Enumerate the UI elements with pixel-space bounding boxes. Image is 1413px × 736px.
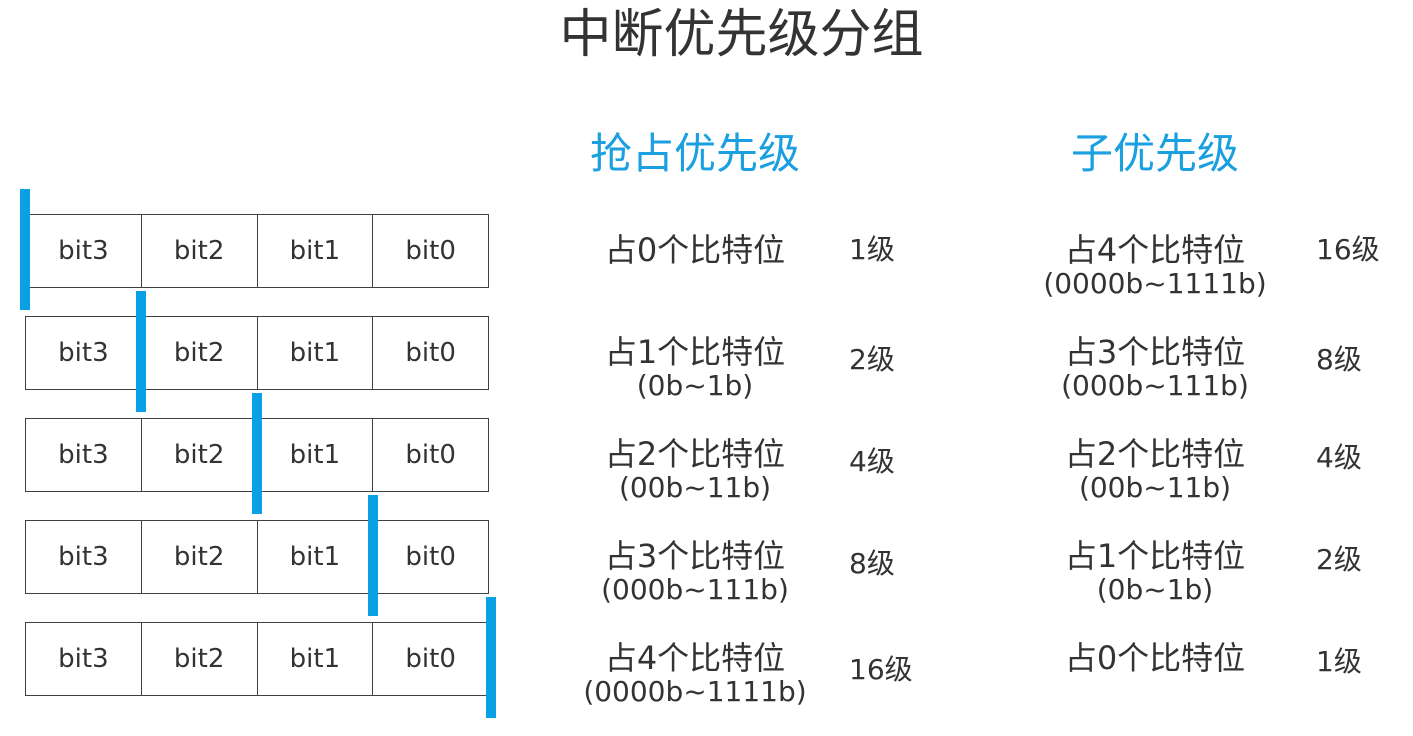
sub-bits-range: (000b~111b) xyxy=(1061,369,1249,402)
preempt-bits-label: 占3个比特位 xyxy=(604,537,786,575)
bit-cell: bit3 xyxy=(25,622,142,696)
sub-bits-desc: 占0个比特位 xyxy=(1030,640,1280,676)
preempt-bits-range: (0000b~1111b) xyxy=(583,675,807,708)
bit-cell: bit0 xyxy=(372,316,489,390)
sub-bits-range: (0000b~1111b) xyxy=(1043,267,1267,300)
preempt-bits-label: 占0个比特位 xyxy=(604,231,786,269)
sub-level: 16级 xyxy=(1316,233,1380,266)
bit-cell: bit1 xyxy=(256,622,374,696)
preempt-bits-desc: 占0个比特位 xyxy=(570,232,820,268)
group-split-marker xyxy=(486,597,496,718)
preempt-bits-label: 占1个比特位 xyxy=(604,333,786,371)
bit-cell: bit3 xyxy=(25,316,142,390)
bit-cell: bit3 xyxy=(25,520,142,594)
bit-cell: bit2 xyxy=(140,418,258,492)
bit-cell: bit1 xyxy=(256,418,374,492)
preempt-priority-heading: 抢占优先级 xyxy=(589,129,800,178)
group-split-marker xyxy=(368,495,378,616)
preempt-bits-range: (000b~111b) xyxy=(601,573,789,606)
bit-cell: bit2 xyxy=(140,520,258,594)
preempt-bits-desc: 占1个比特位(0b~1b) xyxy=(570,334,820,402)
preempt-bits-label: 占4个比特位 xyxy=(604,639,786,677)
sub-bits-label: 占3个比特位 xyxy=(1064,333,1246,371)
group-split-marker xyxy=(136,291,146,412)
preempt-bits-desc: 占4个比特位(0000b~1111b) xyxy=(570,640,820,708)
bit-cell: bit2 xyxy=(140,316,258,390)
preempt-bits-desc: 占3个比特位(000b~111b) xyxy=(570,538,820,606)
bit-cell: bit0 xyxy=(372,418,489,492)
sub-bits-label: 占2个比特位 xyxy=(1064,435,1246,473)
sub-level: 8级 xyxy=(1316,343,1362,376)
sub-level: 1级 xyxy=(1316,645,1362,678)
sub-bits-label: 占4个比特位 xyxy=(1064,231,1246,269)
preempt-level: 8级 xyxy=(849,547,895,580)
bit-cell: bit0 xyxy=(372,520,489,594)
preempt-bits-range: (00b~11b) xyxy=(618,471,772,504)
preempt-level: 2级 xyxy=(849,343,895,376)
preempt-bits-desc: 占2个比特位(00b~11b) xyxy=(570,436,820,504)
sub-bits-desc: 占3个比特位(000b~111b) xyxy=(1030,334,1280,402)
sub-bits-label: 占0个比特位 xyxy=(1064,639,1246,677)
sub-priority-heading: 子优先级 xyxy=(1070,129,1239,178)
bit-cell: bit2 xyxy=(140,214,258,288)
bit-cell: bit0 xyxy=(372,622,489,696)
preempt-bits-range: (0b~1b) xyxy=(636,369,754,402)
sub-bits-desc: 占4个比特位(0000b~1111b) xyxy=(1030,232,1280,300)
sub-bits-desc: 占1个比特位(0b~1b) xyxy=(1030,538,1280,606)
group-split-marker xyxy=(20,189,30,310)
bit-cell: bit1 xyxy=(256,316,374,390)
sub-bits-desc: 占2个比特位(00b~11b) xyxy=(1030,436,1280,504)
sub-bits-label: 占1个比特位 xyxy=(1064,537,1246,575)
preempt-level: 16级 xyxy=(849,653,913,686)
bit-cell: bit2 xyxy=(140,622,258,696)
sub-level: 4级 xyxy=(1316,441,1362,474)
bit-cell: bit3 xyxy=(25,418,142,492)
sub-bits-range: (00b~11b) xyxy=(1078,471,1232,504)
preempt-level: 1级 xyxy=(849,233,895,266)
bit-cell: bit0 xyxy=(372,214,489,288)
group-split-marker xyxy=(252,393,262,514)
sub-level: 2级 xyxy=(1316,543,1362,576)
preempt-bits-label: 占2个比特位 xyxy=(604,435,786,473)
bit-cell: bit3 xyxy=(25,214,142,288)
preempt-level: 4级 xyxy=(849,445,895,478)
bit-cell: bit1 xyxy=(256,214,374,288)
sub-bits-range: (0b~1b) xyxy=(1096,573,1214,606)
bit-cell: bit1 xyxy=(256,520,374,594)
page-title: 中断优先级分组 xyxy=(559,5,924,65)
